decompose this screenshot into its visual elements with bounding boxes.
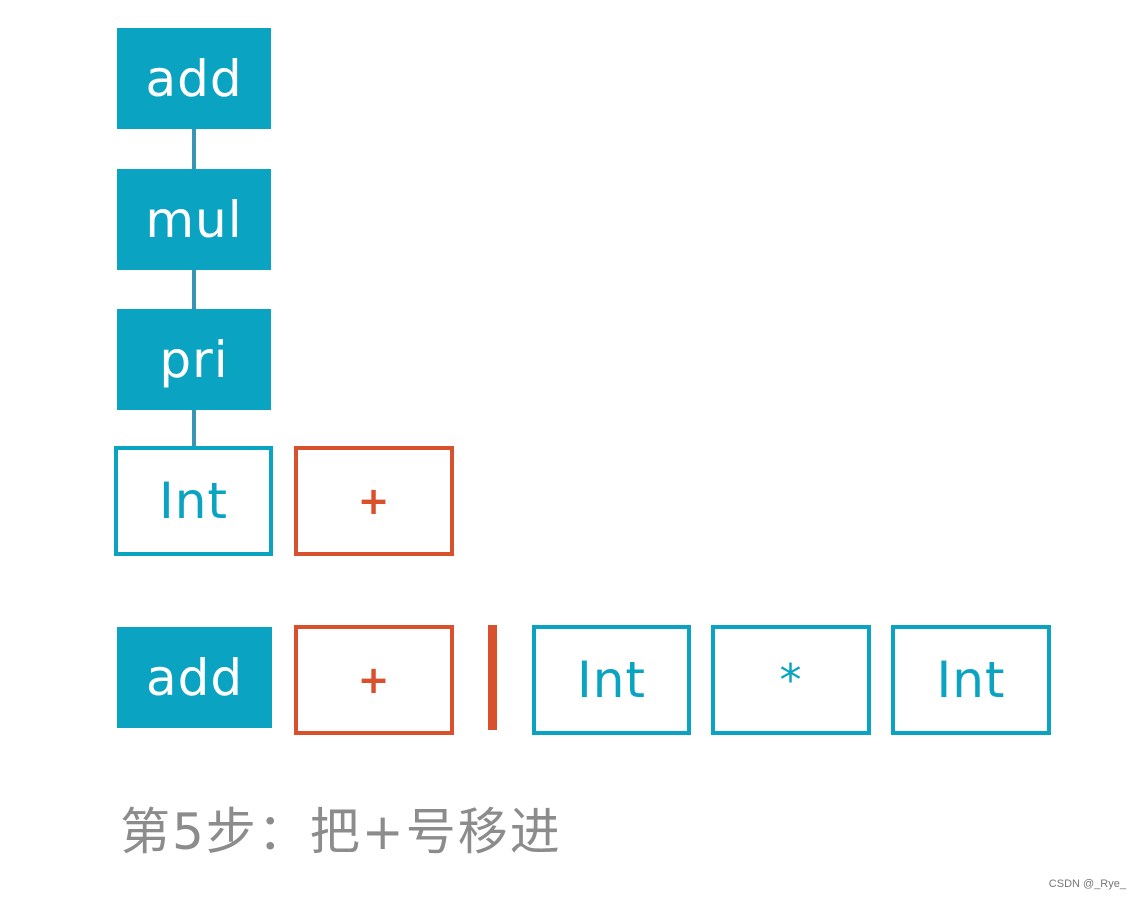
connector-pri-int xyxy=(192,408,196,448)
tree-node-int: Int xyxy=(114,446,273,556)
stack-item-plus: + xyxy=(294,625,454,735)
tree-node-mul: mul xyxy=(117,169,271,270)
connector-mul-pri xyxy=(192,246,196,346)
tree-node-add: add xyxy=(117,28,271,129)
input-item-int-1: Int xyxy=(532,625,691,735)
tree-node-pri: pri xyxy=(117,309,271,410)
tree-node-plus: + xyxy=(294,446,454,556)
watermark: CSDN @_Rye_ xyxy=(1048,878,1126,890)
input-item-int-2: Int xyxy=(891,625,1051,735)
input-item-star: * xyxy=(711,625,871,735)
stack-item-add: add xyxy=(117,627,272,728)
connector-add-mul xyxy=(192,88,196,170)
step-caption: 第5步：把+号移进 xyxy=(120,803,562,861)
stack-input-separator xyxy=(488,625,497,730)
